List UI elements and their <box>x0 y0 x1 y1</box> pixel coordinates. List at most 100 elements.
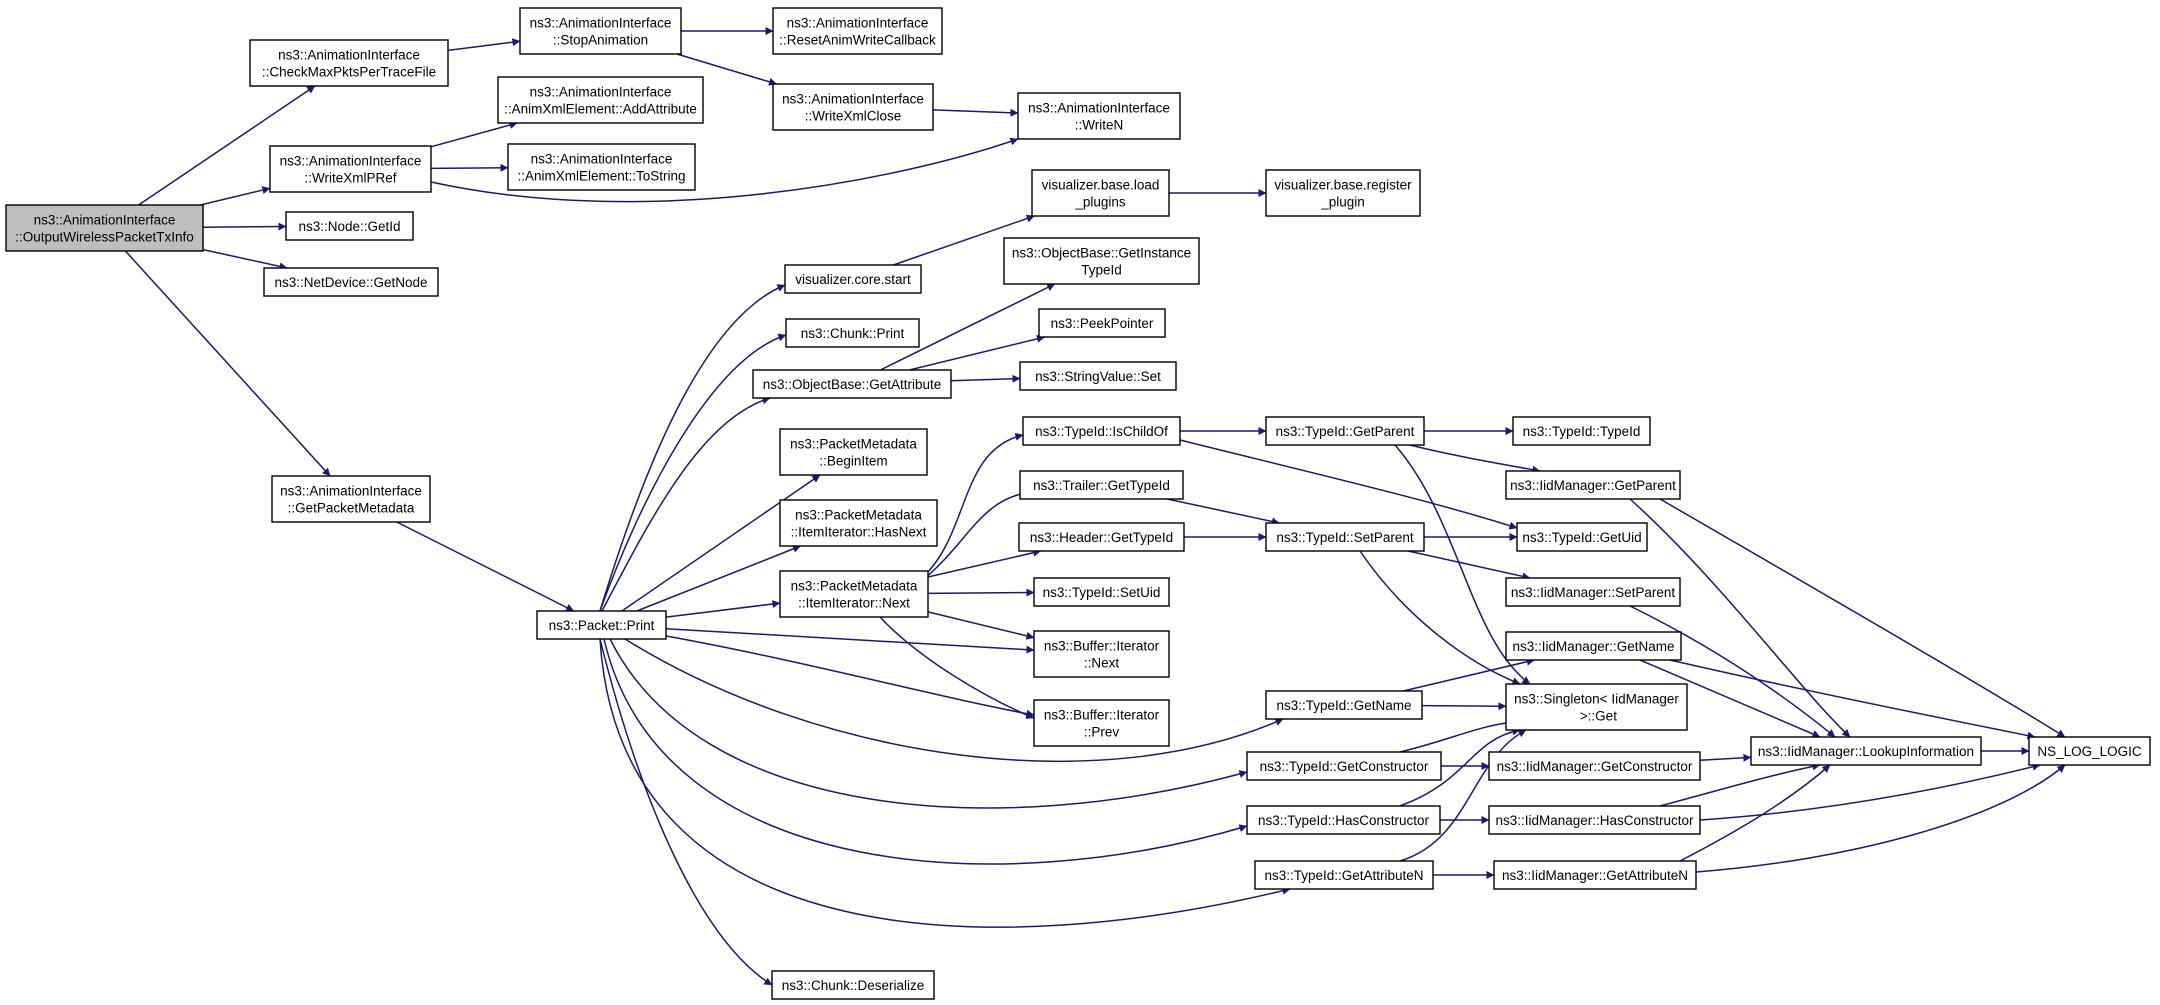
edge-next-to-ischild <box>924 432 1024 576</box>
node-box[interactable] <box>1488 751 1701 781</box>
node-box[interactable] <box>519 7 682 55</box>
node-peek[interactable]: ns3::PeekPointer <box>1038 308 1166 338</box>
node-chk[interactable]: ns3::AnimationInterface::CheckMaxPktsPer… <box>249 39 449 87</box>
node-getparent[interactable]: ns3::TypeId::GetParent <box>1265 416 1425 446</box>
node-pprint[interactable]: ns3::Packet::Print <box>536 610 667 640</box>
node-box[interactable] <box>1505 470 1681 500</box>
node-vstart[interactable]: visualizer.core.start <box>784 264 922 294</box>
node-box[interactable] <box>1254 860 1434 890</box>
node-box[interactable] <box>779 499 938 547</box>
node-lookup[interactable]: ns3::IidManager::LookupInformation <box>1750 736 1982 766</box>
node-iidgetparent[interactable]: ns3::IidManager::GetParent <box>1505 470 1681 500</box>
node-nslog[interactable]: NS_LOG_LOGIC <box>2028 736 2151 766</box>
node-box[interactable] <box>1018 522 1185 552</box>
node-box[interactable] <box>1033 630 1170 678</box>
node-box[interactable] <box>507 143 696 191</box>
node-tgetattrn[interactable]: ns3::TypeId::GetAttributeN <box>1254 860 1434 890</box>
node-box[interactable] <box>1265 522 1425 552</box>
node-box[interactable] <box>1019 470 1184 500</box>
node-begin[interactable]: ns3::PacketMetadata::BeginItem <box>779 428 928 476</box>
node-iidgetname[interactable]: ns3::IidManager::GetName <box>1505 631 1682 661</box>
node-box[interactable] <box>1505 577 1681 607</box>
node-box[interactable] <box>1246 805 1441 835</box>
node-getid[interactable]: ns3::Node::GetId <box>285 211 414 241</box>
node-tostr[interactable]: ns3::AnimationInterface::AnimXmlElement:… <box>507 143 696 191</box>
node-box[interactable] <box>269 145 432 193</box>
node-box[interactable] <box>1038 308 1166 338</box>
node-getuid[interactable]: ns3::TypeId::GetUid <box>1516 522 1648 552</box>
node-trailer[interactable]: ns3::Trailer::GetTypeId <box>1019 470 1184 500</box>
node-bnext[interactable]: ns3::Buffer::Iterator::Next <box>1033 630 1170 678</box>
node-box[interactable] <box>785 318 920 348</box>
node-cprint[interactable]: ns3::Chunk::Print <box>785 318 920 348</box>
node-getattr[interactable]: ns3::ObjectBase::GetAttribute <box>752 369 952 399</box>
node-box[interactable] <box>1516 522 1648 552</box>
node-box[interactable] <box>1493 860 1697 890</box>
node-vload[interactable]: visualizer.base.load_plugins <box>1031 169 1170 217</box>
node-box[interactable] <box>1031 169 1170 217</box>
node-box[interactable] <box>779 570 929 618</box>
edge-pprint-to-getattr <box>601 396 771 612</box>
node-box[interactable] <box>1265 416 1425 446</box>
node-box[interactable] <box>1033 699 1170 747</box>
node-box[interactable] <box>779 428 928 476</box>
node-wclose[interactable]: ns3::AnimationInterface::WriteXmlClose <box>772 83 934 131</box>
node-box[interactable] <box>2028 736 2151 766</box>
node-wpref[interactable]: ns3::AnimationInterface::WriteXmlPRef <box>269 145 432 193</box>
node-tgetctor[interactable]: ns3::TypeId::GetConstructor <box>1246 751 1442 781</box>
node-box[interactable] <box>771 970 935 1000</box>
node-iidhasctor[interactable]: ns3::IidManager::HasConstructor <box>1488 805 1701 835</box>
node-box[interactable] <box>1019 361 1177 391</box>
node-box[interactable] <box>772 7 943 55</box>
node-iidsetparent[interactable]: ns3::IidManager::SetParent <box>1505 577 1681 607</box>
node-box[interactable] <box>1488 805 1701 835</box>
node-typeid[interactable]: ns3::TypeId::TypeId <box>1512 416 1651 446</box>
node-hasnext[interactable]: ns3::PacketMetadata::ItemIterator::HasNe… <box>779 499 938 547</box>
node-box[interactable] <box>285 211 414 241</box>
node-box[interactable] <box>263 267 439 297</box>
node-reset[interactable]: ns3::AnimationInterface::ResetAnimWriteC… <box>772 7 943 55</box>
node-box[interactable] <box>1003 237 1200 285</box>
node-getnode[interactable]: ns3::NetDevice::GetNode <box>263 267 439 297</box>
node-box[interactable] <box>1033 577 1170 607</box>
node-box[interactable] <box>784 264 922 294</box>
node-box[interactable] <box>772 83 934 131</box>
node-box[interactable] <box>1246 751 1442 781</box>
node-header[interactable]: ns3::Header::GetTypeId <box>1018 522 1185 552</box>
node-box[interactable] <box>1512 416 1651 446</box>
node-iidgetattrn[interactable]: ns3::IidManager::GetAttributeN <box>1493 860 1697 890</box>
node-box[interactable] <box>1022 416 1181 446</box>
edge-getattr-to-getinst <box>880 283 1056 371</box>
node-writen[interactable]: ns3::AnimationInterface::WriteN <box>1017 92 1181 140</box>
node-box[interactable] <box>5 204 204 252</box>
node-vreg[interactable]: visualizer.base.register_plugin <box>1265 169 1421 217</box>
node-box[interactable] <box>1265 169 1421 217</box>
node-addattr[interactable]: ns3::AnimationInterface::AnimXmlElement:… <box>497 76 704 124</box>
node-thasctor[interactable]: ns3::TypeId::HasConstructor <box>1246 805 1441 835</box>
node-singleton[interactable]: ns3::Singleton< IidManager >::Get <box>1505 683 1688 731</box>
node-getpm[interactable]: ns3::AnimationInterface::GetPacketMetada… <box>271 475 431 523</box>
edges-layer <box>124 27 2066 986</box>
node-ischild[interactable]: ns3::TypeId::IsChildOf <box>1022 416 1181 446</box>
node-box[interactable] <box>1505 683 1688 731</box>
node-box[interactable] <box>271 475 431 523</box>
node-root[interactable]: ns3::AnimationInterface::OutputWirelessP… <box>5 204 204 252</box>
node-deser[interactable]: ns3::Chunk::Deserialize <box>771 970 935 1000</box>
node-setuid[interactable]: ns3::TypeId::SetUid <box>1033 577 1170 607</box>
node-stop[interactable]: ns3::AnimationInterface::StopAnimation <box>519 7 682 55</box>
node-next[interactable]: ns3::PacketMetadata::ItemIterator::Next <box>779 570 929 618</box>
node-box[interactable] <box>536 610 667 640</box>
node-box[interactable] <box>497 76 704 124</box>
node-box[interactable] <box>1017 92 1181 140</box>
node-setparent[interactable]: ns3::TypeId::SetParent <box>1265 522 1425 552</box>
node-box[interactable] <box>752 369 952 399</box>
node-bprev[interactable]: ns3::Buffer::Iterator::Prev <box>1033 699 1170 747</box>
node-box[interactable] <box>1505 631 1682 661</box>
node-box[interactable] <box>1265 690 1423 720</box>
node-box[interactable] <box>249 39 449 87</box>
node-svset[interactable]: ns3::StringValue::Set <box>1019 361 1177 391</box>
node-tgetname[interactable]: ns3::TypeId::GetName <box>1265 690 1423 720</box>
node-iidgetctor[interactable]: ns3::IidManager::GetConstructor <box>1488 751 1701 781</box>
node-box[interactable] <box>1750 736 1982 766</box>
